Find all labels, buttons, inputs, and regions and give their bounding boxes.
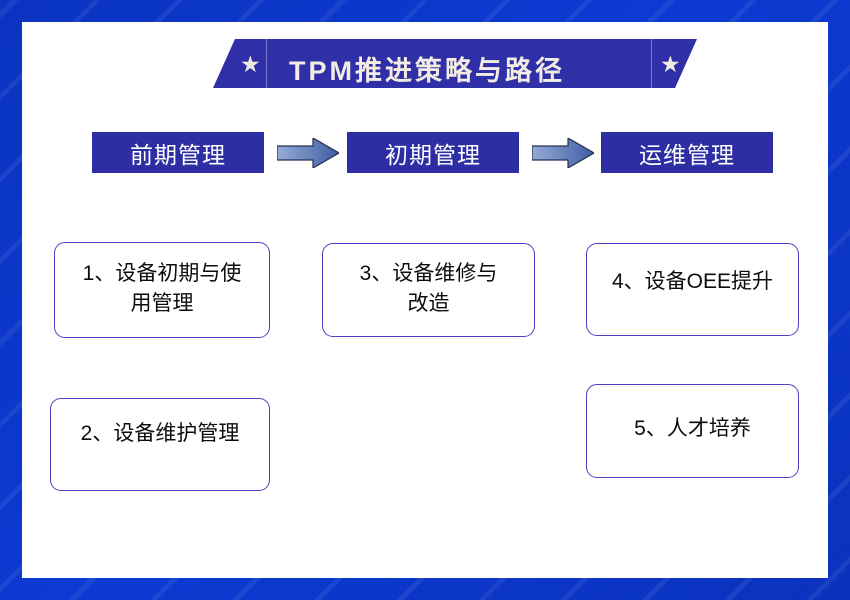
card-item-2-label: 2、设备维护管理 — [80, 422, 240, 445]
card-item-3[interactable]: 3、设备维修与 改造 — [322, 243, 535, 337]
card-item-2[interactable]: 2、设备维护管理 — [50, 398, 270, 491]
banner-divider-left — [266, 39, 267, 88]
banner-divider-right — [651, 39, 652, 88]
star-icon-left: ★ — [240, 51, 261, 77]
stage-header-yunwei[interactable]: 运维管理 — [601, 132, 773, 173]
stage-header-chuqi[interactable]: 初期管理 — [347, 132, 519, 173]
card-item-1-label: 1、设备初期与使 用管理 — [82, 262, 242, 315]
card-item-5-label: 5、人才培养 — [634, 417, 751, 440]
card-item-3-label: 3、设备维修与 改造 — [359, 262, 498, 315]
card-item-4-label: 4、设备OEE提升 — [611, 270, 774, 293]
stage-header-qianqi[interactable]: 前期管理 — [92, 132, 264, 173]
card-item-5[interactable]: 5、人才培养 — [586, 384, 799, 478]
card-item-4[interactable]: 4、设备OEE提升 — [586, 243, 799, 336]
card-item-1[interactable]: 1、设备初期与使 用管理 — [54, 242, 270, 338]
star-icon-right: ★ — [660, 51, 681, 77]
arrow-right-icon-2 — [532, 138, 594, 168]
page-title: TPM推进策略与路径 — [289, 56, 565, 86]
arrow-right-icon-1 — [277, 138, 339, 168]
title-banner: ★ TPM推进策略与路径 ★ — [213, 39, 697, 88]
